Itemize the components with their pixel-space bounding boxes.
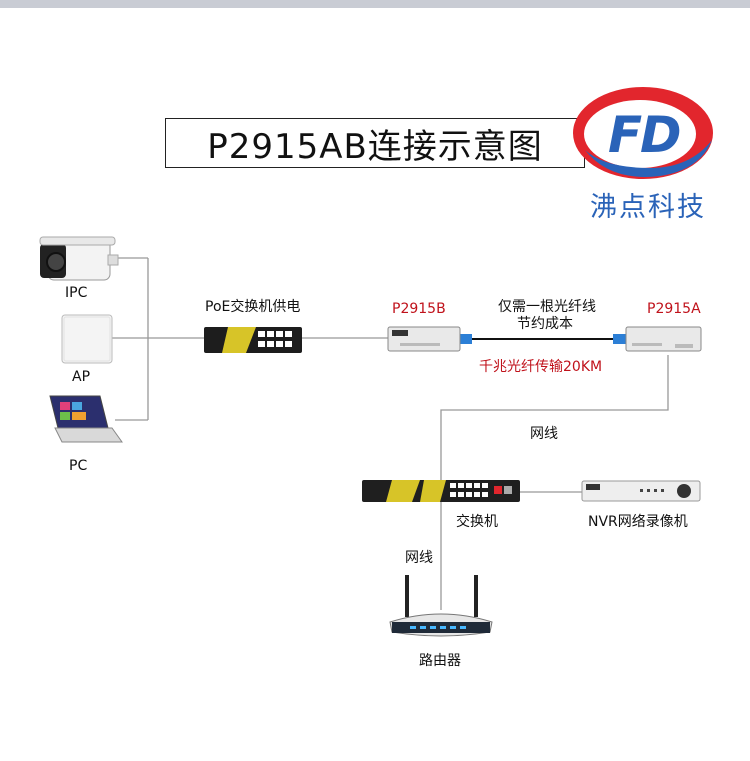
brand-logo: F D <box>573 87 713 179</box>
fiber-note-line2: 节约成本 <box>517 316 573 332</box>
p2915a-converter-icon <box>625 326 702 352</box>
connection-lines <box>108 257 669 610</box>
svg-text:D: D <box>640 106 682 164</box>
brand-name: 沸点科技 <box>590 192 706 223</box>
laptop-icon <box>49 395 123 443</box>
page-title: P2915AB连接示意图 <box>207 126 543 167</box>
p2915b-converter-icon <box>387 326 461 352</box>
switch-label: 交换机 <box>456 514 498 530</box>
cable-label-top: 网线 <box>530 426 558 442</box>
poe-switch-icon <box>204 327 302 353</box>
svg-text:F: F <box>608 106 642 164</box>
cable-label-bottom: 网线 <box>405 550 433 566</box>
ipc-camera-icon <box>39 236 119 281</box>
nvr-label: NVR网络录像机 <box>588 514 688 530</box>
fiber-spec-label: 千兆光纤传输20KM <box>479 359 603 375</box>
ap-label: AP <box>72 369 91 385</box>
access-point-icon <box>61 314 113 364</box>
title-box: P2915AB连接示意图 <box>165 118 585 168</box>
p2915a-label: P2915A <box>647 301 701 317</box>
p2915b-label: P2915B <box>392 301 446 317</box>
fiber-note-line1: 仅需一根光纤线 <box>498 299 596 315</box>
ipc-label: IPC <box>65 285 88 301</box>
fiber-cable <box>458 334 627 344</box>
nvr-recorder-icon <box>581 480 701 502</box>
top-bar <box>0 0 750 8</box>
router-label: 路由器 <box>419 653 461 669</box>
network-switch-icon <box>362 480 520 502</box>
pc-label: PC <box>69 458 88 474</box>
poe-switch-label: PoE交换机供电 <box>205 299 301 315</box>
router-icon <box>389 575 493 637</box>
